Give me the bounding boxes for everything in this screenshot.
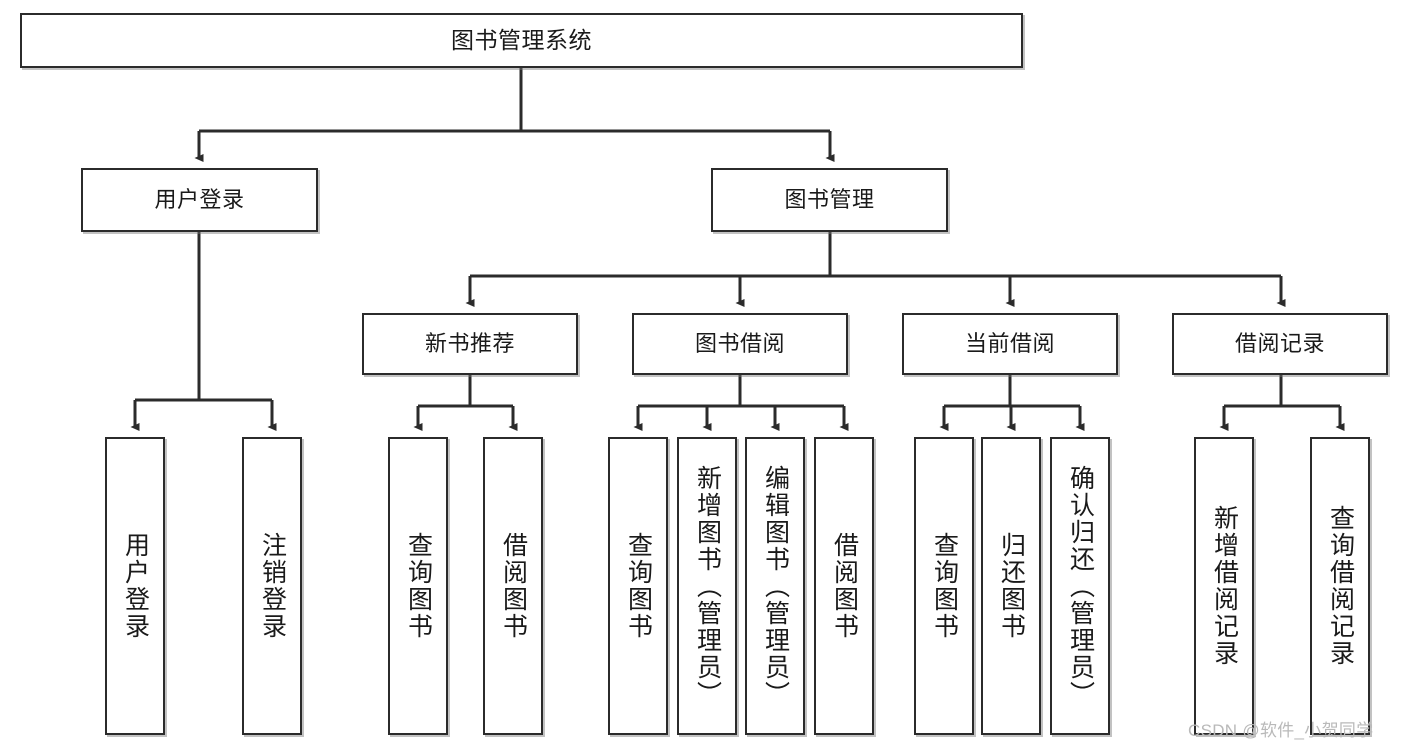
node-leaf-confirm-return-admin[interactable]: 确认归还（管理员）: [1050, 437, 1110, 735]
node-book-management[interactable]: 图书管理: [711, 168, 948, 232]
node-label: 图书管理系统: [451, 26, 592, 53]
node-leaf-add-book-admin[interactable]: 新增图书（管理员）: [677, 437, 737, 735]
node-label: 用户登录: [154, 187, 245, 213]
node-label: 确认归还（管理员）: [1066, 464, 1095, 708]
node-label: 用户登录: [121, 532, 150, 640]
node-leaf-query-book-1[interactable]: 查询图书: [388, 437, 448, 735]
node-label: 新书推荐: [424, 331, 515, 357]
node-label: 注销登录: [258, 532, 287, 640]
node-label: 新增借阅记录: [1210, 505, 1239, 667]
node-label: 归还图书: [997, 532, 1026, 640]
node-leaf-add-borrowing-record[interactable]: 新增借阅记录: [1194, 437, 1254, 735]
node-user-login[interactable]: 用户登录: [81, 168, 318, 232]
node-label: 当前借阅: [964, 331, 1055, 357]
node-leaf-logout[interactable]: 注销登录: [242, 437, 302, 735]
node-label: 新增图书（管理员）: [693, 464, 722, 708]
node-leaf-query-borrowing-record[interactable]: 查询借阅记录: [1310, 437, 1370, 735]
node-leaf-user-login[interactable]: 用户登录: [105, 437, 165, 735]
node-label: 借阅图书: [499, 532, 528, 640]
node-label: 查询图书: [930, 532, 959, 640]
node-leaf-edit-book-admin[interactable]: 编辑图书（管理员）: [745, 437, 805, 735]
node-leaf-borrow-book-1[interactable]: 借阅图书: [483, 437, 543, 735]
node-label: 查询图书: [624, 532, 653, 640]
node-current-borrowing[interactable]: 当前借阅: [902, 313, 1118, 375]
node-label: 查询图书: [404, 532, 433, 640]
node-new-book-recommendation[interactable]: 新书推荐: [362, 313, 578, 375]
node-label: 借阅图书: [830, 532, 859, 640]
node-leaf-query-book-2[interactable]: 查询图书: [608, 437, 668, 735]
watermark-text: CSDN @软件_小贺同学: [1188, 721, 1374, 740]
node-book-borrowing[interactable]: 图书借阅: [632, 313, 848, 375]
node-borrowing-record[interactable]: 借阅记录: [1172, 313, 1388, 375]
node-label: 编辑图书（管理员）: [761, 464, 790, 708]
node-label: 查询借阅记录: [1326, 505, 1355, 667]
node-label: 图书借阅: [694, 331, 785, 357]
node-root-book-management-system[interactable]: 图书管理系统: [20, 13, 1023, 68]
node-label: 图书管理: [784, 187, 875, 213]
node-leaf-query-book-3[interactable]: 查询图书: [914, 437, 974, 735]
node-label: 借阅记录: [1234, 331, 1325, 357]
node-leaf-return-book[interactable]: 归还图书: [981, 437, 1041, 735]
node-leaf-borrow-book-2[interactable]: 借阅图书: [814, 437, 874, 735]
